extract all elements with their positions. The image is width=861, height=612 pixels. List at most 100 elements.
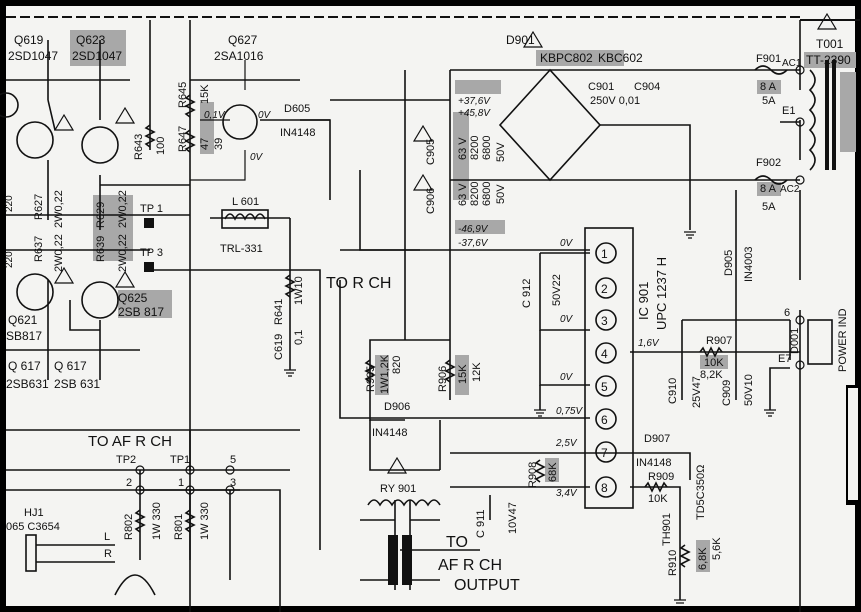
c911-ref: C 911 — [475, 509, 487, 538]
wiring — [6, 20, 801, 612]
tp2-label: TP2 — [116, 454, 136, 466]
q623-ref: Q623 — [76, 33, 106, 47]
r647-val2: 39 — [213, 138, 225, 150]
r907-ref: R907 — [706, 335, 732, 347]
r908-val: 68K — [547, 462, 559, 482]
power-ind-label: POWER IND — [837, 308, 849, 372]
ic-pin-1: 1 — [601, 247, 608, 261]
t001-ref: T001 — [816, 37, 844, 51]
f902-5a: 5A — [762, 201, 776, 213]
d906-ref: D906 — [384, 401, 410, 413]
r639-ref: R639 — [95, 236, 107, 262]
v-minus-46-9: -46,9V — [458, 224, 489, 235]
r910-ref: R910 — [667, 550, 679, 576]
r909-val: 10K — [648, 493, 668, 505]
warning-icon — [816, 12, 838, 30]
ic-901-box — [584, 227, 634, 509]
c901-val: 250V 0,01 — [590, 95, 640, 107]
q625-ref: Q625 — [118, 291, 148, 305]
q619-part: 2SD1047 — [8, 49, 58, 63]
pin5-voltage: 0V — [560, 372, 574, 383]
fuse-symbols — [754, 65, 788, 185]
d907-part: IN4148 — [636, 457, 671, 469]
r629-ref: R629 — [95, 202, 107, 228]
c912-val: 50V22 — [551, 274, 563, 306]
c904-ref: C904 — [634, 81, 660, 93]
f902-ref: F902 — [756, 157, 781, 169]
r627-ref: R627 — [33, 194, 45, 220]
hj1-leads — [36, 544, 115, 563]
pin2-label: 2 — [126, 477, 132, 489]
c905-ref: C905 — [425, 139, 437, 165]
q627-part: 2SA1016 — [214, 49, 264, 63]
warning-icon — [114, 106, 136, 124]
r641-ref: R641 — [273, 299, 285, 325]
f901-ref: F901 — [756, 53, 781, 65]
warning-icon — [386, 456, 408, 474]
r647-ref: R647 — [177, 126, 189, 152]
terminals — [135, 65, 805, 495]
q621-part: SB817 — [6, 329, 42, 343]
ic-pin-3: 3 — [601, 314, 608, 328]
side-220b: 220 — [4, 251, 15, 268]
d905-ref: D905 — [723, 250, 735, 276]
r643-ref: R643 — [133, 134, 145, 160]
ic-pins — [595, 242, 617, 498]
q619-ref: Q619 — [14, 33, 44, 47]
d605-ref: D605 — [284, 103, 310, 115]
warning-icon — [53, 113, 75, 131]
c905-c2: 6800 — [481, 136, 493, 160]
r629-val: 2W0,22 — [117, 190, 129, 228]
f901-5a: 5A — [762, 95, 776, 107]
headphone-arc — [114, 574, 156, 596]
r907-val2: 8,2K — [700, 369, 723, 381]
r802-val: 1W 330 — [151, 502, 163, 540]
pin6-voltage: 0,75V — [556, 406, 583, 417]
q617-part: 2SB 631 — [54, 377, 100, 391]
output-label: OUTPUT — [454, 577, 520, 594]
c910-val: 25V47 — [691, 376, 703, 408]
r643-val: 100 — [155, 137, 167, 155]
f901-8a: 8 A — [760, 81, 777, 93]
c912-ref: C 912 — [521, 279, 533, 308]
c905-v2: 50V — [495, 142, 507, 162]
warning-icon — [114, 270, 136, 288]
r637-val: 2W0,22 — [53, 234, 65, 272]
tp3-square — [144, 262, 154, 272]
c910-ref: C910 — [667, 378, 679, 404]
trl331-label: TRL-331 — [220, 243, 263, 255]
r905-val1: 1W1,2K — [379, 354, 391, 394]
frame-top — [6, 16, 801, 20]
q627-ref: Q627 — [228, 33, 258, 47]
v-plus-37-6: +37,6V — [458, 96, 491, 107]
c911-val: 10V47 — [507, 502, 519, 534]
pin1-voltage: 0V — [560, 238, 574, 249]
pin5-label: 5 — [230, 454, 236, 466]
inductor-l601 — [221, 209, 269, 229]
r908-ref: R908 — [527, 462, 539, 488]
c905-v: 63 V — [457, 137, 469, 160]
c909-val: 50V10 — [743, 374, 755, 406]
ic-pin-4: 4 — [601, 347, 608, 361]
warning-icon — [412, 173, 434, 191]
tp3-label: TP 3 — [140, 247, 163, 259]
c909-ref: C909 — [721, 380, 733, 406]
transformer-t001 — [808, 60, 836, 171]
tt2390-label: TT-2390 — [806, 53, 851, 67]
ic-pin-6: 6 — [601, 413, 608, 427]
v-plus-45-8: +45,8V — [458, 108, 491, 119]
r645-ref: R645 — [177, 82, 189, 108]
d001-box — [807, 319, 833, 365]
r637-ref: R637 — [33, 236, 45, 262]
ic-pin-numbers: 1 2 3 4 5 6 7 8 — [601, 247, 608, 495]
c901-ref: C901 — [588, 81, 614, 93]
r910-val2: 5,6K — [711, 537, 723, 560]
warning-icon — [522, 30, 544, 48]
r907-val1: 10K — [704, 357, 724, 369]
r909-ref: R909 — [648, 471, 674, 483]
c906-v2: 50V — [495, 184, 507, 204]
terminal-e7-label: E7 — [778, 353, 791, 365]
ic-pin-5: 5 — [601, 380, 608, 394]
ic901-part: UPC 1237 H — [654, 257, 669, 330]
